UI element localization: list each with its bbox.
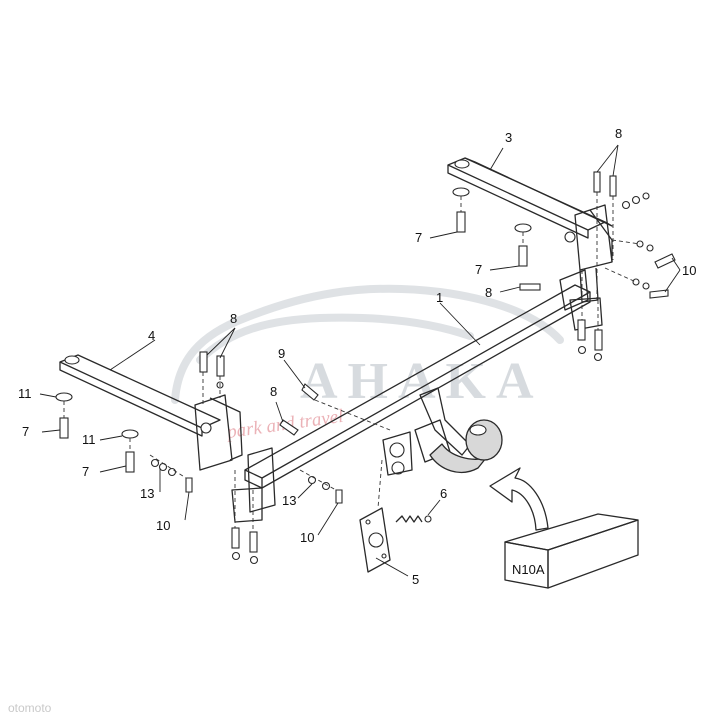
- callout-11-left-b: 11: [82, 432, 96, 447]
- callout-7-left-b: 7: [82, 464, 89, 479]
- callout-8-middle: 8: [270, 384, 277, 399]
- watermark-car-silhouette: [171, 284, 564, 404]
- callout-10-right: 10: [682, 263, 696, 278]
- watermark-car-roof: [196, 313, 474, 364]
- kit-box-group: N10A: [489, 467, 639, 589]
- callout-11-left-a: 11: [18, 386, 32, 401]
- callout-3: 3: [505, 130, 512, 145]
- callout-7-right-b: 7: [475, 262, 482, 277]
- watermark-brand: AHAKA: [300, 353, 544, 410]
- callout-5: 5: [412, 572, 419, 587]
- kit-box-top: [504, 513, 639, 551]
- callout-4: 4: [148, 328, 155, 343]
- callout-8-right-mid: 8: [485, 285, 492, 300]
- callout-10-middle: 10: [300, 530, 314, 545]
- callout-8-top-right: 8: [615, 126, 622, 141]
- callout-13-left: 13: [140, 486, 154, 501]
- callout-6: 6: [440, 486, 447, 501]
- part-1-cross-beam: [231, 269, 603, 523]
- hardware: [55, 171, 676, 565]
- part-5-socket-plate: [359, 507, 391, 573]
- leader-lines: [39, 144, 681, 577]
- callout-10-left: 10: [156, 518, 170, 533]
- callouts: 3 8 7 7 8 10 1 8 4 11 7 11 7 13 10 9 8 1…: [18, 126, 696, 587]
- kit-box-label: N10A: [512, 562, 545, 577]
- part-6-spring-bolt: [395, 515, 432, 523]
- tow-ball-assembly: [382, 387, 503, 476]
- footer-source: otomoto: [8, 701, 52, 715]
- kit-box-side: [547, 519, 639, 589]
- part-3-right-bracket: [447, 157, 613, 303]
- curved-arrow-icon: [489, 467, 549, 531]
- callout-7-right-a: 7: [415, 230, 422, 245]
- part-4-left-bracket: [59, 354, 243, 471]
- callout-8-left-top: 8: [230, 311, 237, 326]
- callout-1: 1: [436, 290, 443, 305]
- alignment-lines: [63, 192, 641, 532]
- callout-13-middle: 13: [282, 493, 296, 508]
- callout-9: 9: [278, 346, 285, 361]
- callout-7-left-a: 7: [22, 424, 29, 439]
